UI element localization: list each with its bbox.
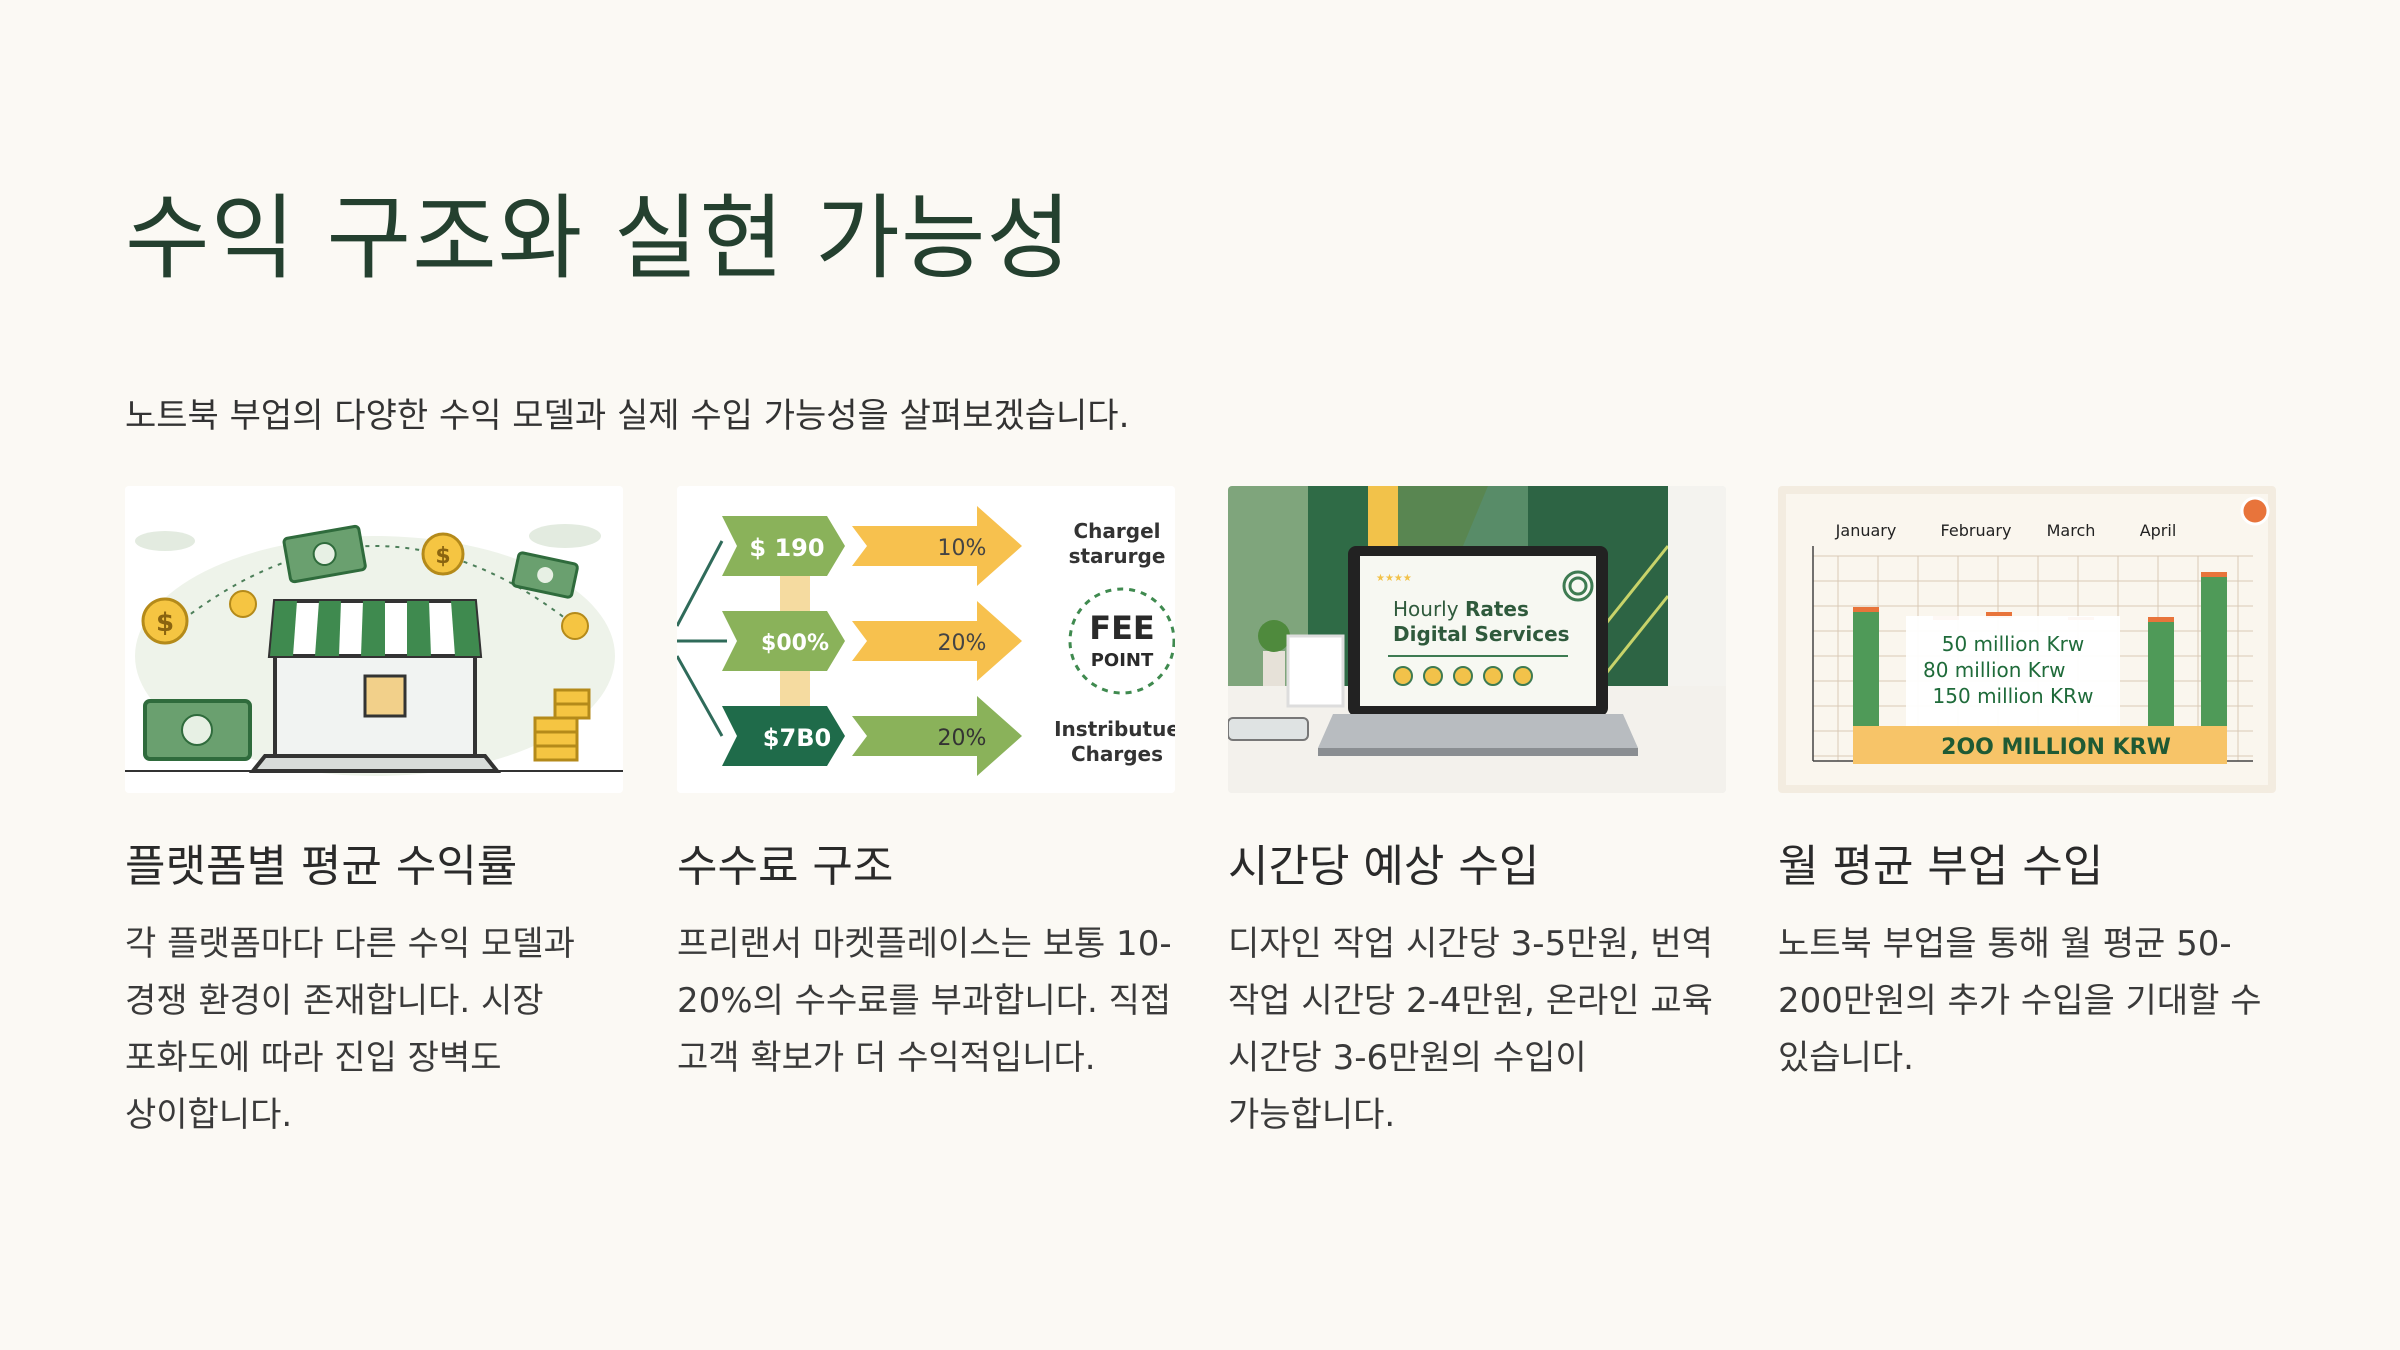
svg-text:Chargel: Chargel <box>1073 519 1160 543</box>
svg-text:2OO MILLION KRW: 2OO MILLION KRW <box>1941 735 2171 760</box>
svg-text:FEE: FEE <box>1089 609 1155 647</box>
storefront-illustration: $ $ <box>125 486 623 793</box>
card-body: 각 플랫폼마다 다른 수익 모델과 경쟁 환경이 존재합니다. 시장 포화도에 … <box>125 923 575 1135</box>
card-body: 프리랜서 마켓플레이스는 보통 10-20%의 수수료를 부과합니다. 직접 고… <box>677 923 1172 1078</box>
svg-text:April: April <box>2140 521 2177 540</box>
card-title: 플랫폼별 평균 수익률 <box>125 841 518 892</box>
svg-text:50 million Krw: 50 million Krw <box>1942 632 2084 656</box>
card-body: 디자인 작업 시간당 3-5만원, 번역 작업 시간당 2-4만원, 온라인 교… <box>1228 923 1713 1135</box>
svg-text:20%: 20% <box>938 726 987 751</box>
svg-text:Hourly Rates: Hourly Rates <box>1393 597 1529 621</box>
svg-text:Digital Services: Digital Services <box>1393 622 1570 646</box>
card-title: 수수료 구조 <box>677 841 894 892</box>
svg-text:20%: 20% <box>938 631 987 656</box>
svg-text:January: January <box>1835 521 1897 540</box>
card-hourly-income: ★★★★ Hourly Rates Digital Services 시간당 예… <box>1228 486 1726 1144</box>
svg-text:$ 190: $ 190 <box>749 534 824 562</box>
card-title: 월 평균 부업 수입 <box>1778 841 2104 892</box>
fee-structure-diagram: $ 190 10% Chargel starurge $00% 20% FEE … <box>677 486 1175 793</box>
svg-text:Charges: Charges <box>1071 742 1163 766</box>
svg-text:10%: 10% <box>938 536 987 561</box>
card-monthly-income: January February March April 50 million … <box>1778 486 2276 1087</box>
card-body: 노트북 부업을 통해 월 평균 50-200만원의 추가 수입을 기대할 수 있… <box>1778 923 2262 1078</box>
card-fee-structure: $ 190 10% Chargel starurge $00% 20% FEE … <box>677 486 1175 1087</box>
svg-text:$: $ <box>156 608 174 638</box>
card-title: 시간당 예상 수입 <box>1228 841 1540 892</box>
svg-text:$: $ <box>435 544 450 569</box>
svg-text:★★★★: ★★★★ <box>1376 573 1412 584</box>
laptop-photo: ★★★★ Hourly Rates Digital Services <box>1228 486 1726 793</box>
svg-text:$00%: $00% <box>761 631 829 656</box>
svg-text:150 million KRw: 150 million KRw <box>1933 684 2094 708</box>
svg-text:$7B0: $7B0 <box>763 724 831 752</box>
svg-text:Instributue: Instributue <box>1054 717 1175 741</box>
monthly-chart-illustration: January February March April 50 million … <box>1778 486 2276 793</box>
page-subtitle: 노트북 부업의 다양한 수익 모델과 실제 수입 가능성을 살펴보겠습니다. <box>125 396 1130 436</box>
svg-text:starurge: starurge <box>1069 544 1166 568</box>
svg-text:POINT: POINT <box>1091 650 1154 671</box>
page-title: 수익 구조와 실현 가능성 <box>125 185 1073 292</box>
svg-text:80 million Krw: 80 million Krw <box>1923 658 2065 682</box>
svg-text:March: March <box>2047 521 2096 540</box>
svg-text:February: February <box>1941 521 2012 540</box>
card-platform-revenue: $ $ <box>125 486 623 1144</box>
